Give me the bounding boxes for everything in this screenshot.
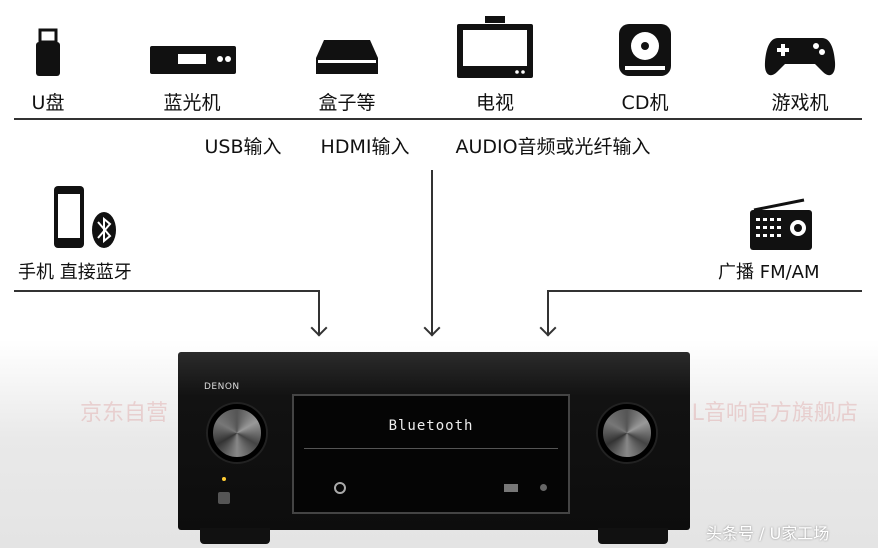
source-label-cd: CD机: [621, 92, 669, 114]
media-box-icon: [316, 40, 378, 74]
av-receiver: DENON Bluetooth: [178, 352, 690, 544]
source-label-box: 盒子等: [318, 92, 376, 114]
input-label-usb: USB输入: [204, 136, 282, 158]
phone-bluetooth-icon: [54, 186, 116, 248]
center-arrow-head: [423, 319, 441, 337]
gamepad-icon: [764, 38, 836, 76]
input-select-knob[interactable]: [208, 404, 266, 462]
usb-drive-icon: [36, 28, 60, 76]
cd-icon: [619, 24, 671, 76]
left-arrow-line-v: [318, 290, 320, 335]
right-arrow-line-h: [547, 290, 862, 292]
display-divider: [304, 448, 558, 449]
source-label-tv: 电视: [475, 92, 515, 114]
center-arrow-line: [431, 170, 433, 335]
left-arrow-head: [310, 319, 328, 337]
front-display-panel: Bluetooth: [292, 394, 570, 514]
usb-port: [504, 484, 518, 492]
input-label-audio: AUDIO音频或光纤输入: [455, 136, 651, 158]
headphone-jack: [334, 482, 346, 494]
watermark-left: 京东自营: [80, 401, 169, 426]
divider-line: [14, 118, 862, 120]
receiver-foot-right: [598, 528, 668, 544]
tv-icon: [457, 16, 533, 78]
setup-mic-jack: [540, 484, 547, 491]
radio-icon: [750, 198, 812, 250]
source-label-gamepad: 游戏机: [771, 92, 829, 114]
footer-watermark: 头条号 / U家工场: [706, 524, 830, 543]
input-label-hdmi: HDMI输入: [320, 136, 410, 158]
receiver-foot-left: [200, 528, 270, 544]
power-button[interactable]: [218, 492, 230, 504]
right-arrow-head: [539, 319, 557, 337]
left-source-label: 手机 直接蓝牙: [18, 262, 132, 283]
right-source-label: 广播 FM/AM: [718, 262, 820, 283]
source-label-bluray: 蓝光机: [163, 92, 221, 114]
bluray-player-icon: [150, 46, 236, 74]
master-volume-knob[interactable]: [598, 404, 656, 462]
watermark-right: JBL音响官方旗舰店: [670, 401, 858, 426]
source-label-usb: U盘: [31, 92, 65, 114]
right-arrow-line-v: [547, 290, 549, 335]
display-text: Bluetooth: [388, 418, 474, 434]
left-arrow-line-h: [14, 290, 319, 292]
power-led: [222, 477, 226, 481]
brand-logo: DENON: [204, 382, 240, 392]
